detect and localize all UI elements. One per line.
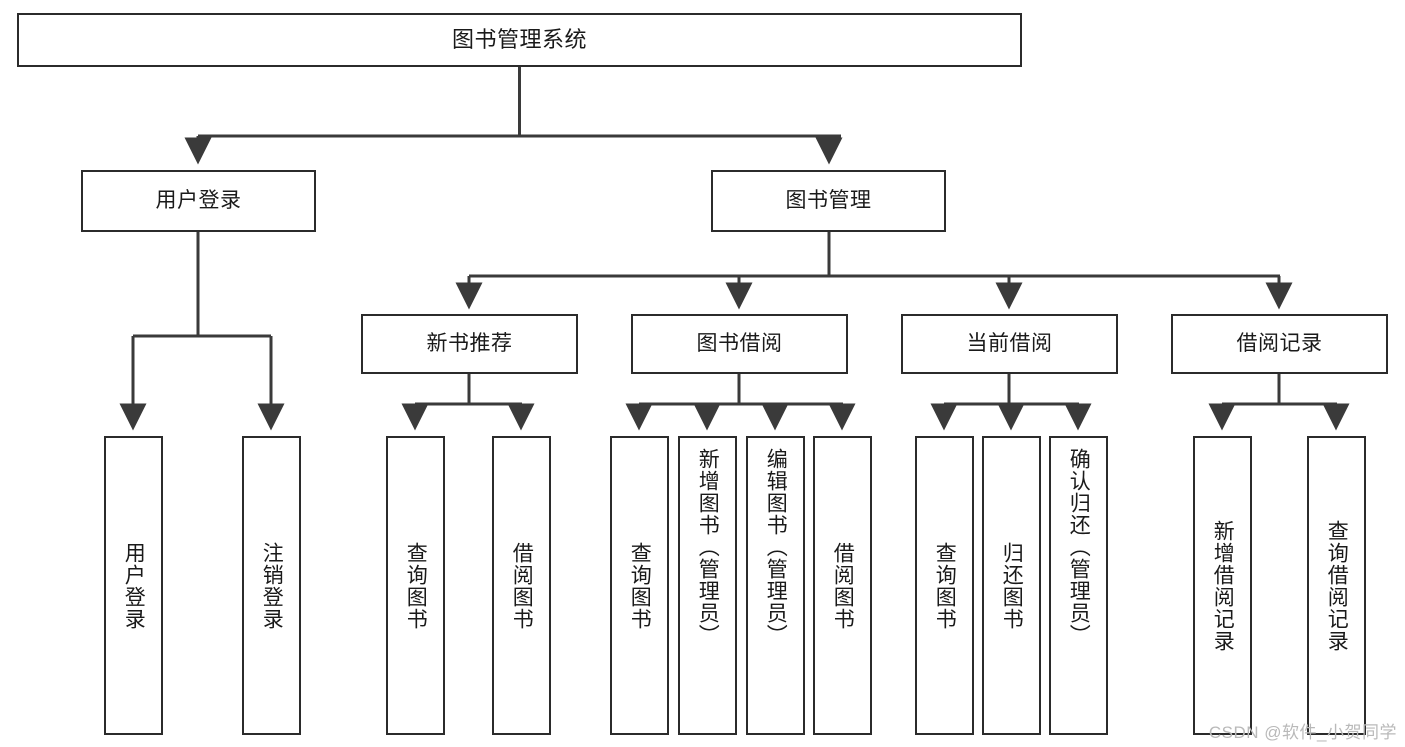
node-label: 借阅图书 (510, 541, 534, 630)
node-label: 查询借阅记录 (1325, 519, 1349, 652)
node-label: 用户登录 (122, 541, 146, 630)
leaf-current-borrow-query-books[interactable]: 查询图书 (915, 436, 974, 735)
node-label: 新增借阅记录 (1211, 519, 1235, 652)
leaf-book-borrow-edit-book-admin[interactable]: 编辑图书（管理员） (746, 436, 805, 735)
node-label: 确认归还（管理员） (1067, 448, 1091, 646)
node-label: 归还图书 (1000, 541, 1024, 630)
node-label: 借阅图书 (831, 541, 855, 630)
node-book-borrowing[interactable]: 图书借阅 (631, 314, 848, 374)
node-root-book-management-system[interactable]: 图书管理系统 (17, 13, 1022, 67)
leaf-book-borrow-query-books[interactable]: 查询图书 (610, 436, 669, 735)
leaf-user-login-sign-in[interactable]: 用户登录 (104, 436, 163, 735)
leaf-current-borrow-confirm-return-admin[interactable]: 确认归还（管理员） (1049, 436, 1108, 735)
node-user-login[interactable]: 用户登录 (81, 170, 316, 232)
leaf-current-borrow-return-books[interactable]: 归还图书 (982, 436, 1041, 735)
node-label: 新增图书（管理员） (696, 448, 720, 646)
node-label: 查询图书 (933, 541, 957, 630)
node-current-borrowing[interactable]: 当前借阅 (901, 314, 1118, 374)
leaf-user-login-sign-out[interactable]: 注销登录 (242, 436, 301, 735)
node-label: 图书管理 (785, 188, 872, 212)
node-label: 查询图书 (628, 541, 652, 630)
node-label: 注销登录 (260, 541, 284, 630)
node-label: 编辑图书（管理员） (764, 448, 788, 646)
node-label: 图书借阅 (696, 331, 783, 355)
leaf-book-borrow-borrow-books[interactable]: 借阅图书 (813, 436, 872, 735)
leaf-borrow-record-query-record[interactable]: 查询借阅记录 (1307, 436, 1366, 735)
leaf-new-book-query-books[interactable]: 查询图书 (386, 436, 445, 735)
node-label: 当前借阅 (966, 331, 1053, 355)
leaf-book-borrow-add-book-admin[interactable]: 新增图书（管理员） (678, 436, 737, 735)
node-label: 新书推荐 (426, 331, 513, 355)
node-label: 图书管理系统 (451, 27, 587, 53)
node-label: 用户登录 (155, 188, 242, 212)
node-new-book-recommendation[interactable]: 新书推荐 (361, 314, 578, 374)
node-book-management[interactable]: 图书管理 (711, 170, 946, 232)
leaf-new-book-borrow-books[interactable]: 借阅图书 (492, 436, 551, 735)
leaf-borrow-record-add-record[interactable]: 新增借阅记录 (1193, 436, 1252, 735)
node-borrowing-records[interactable]: 借阅记录 (1171, 314, 1388, 374)
node-label: 查询图书 (404, 541, 428, 630)
node-label: 借阅记录 (1236, 331, 1323, 355)
